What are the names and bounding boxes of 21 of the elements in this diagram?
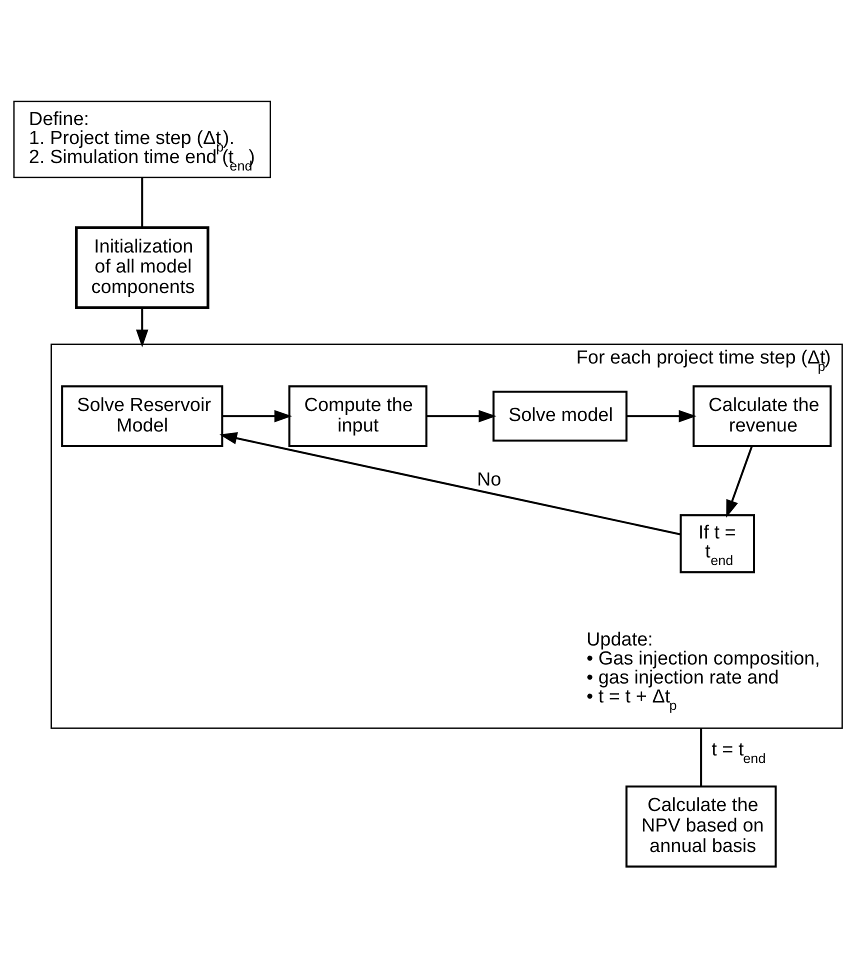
node-box: Solve model [492,390,628,442]
node-box: Initialization of all model components [75,226,210,308]
label: • gas injection rate and [586,667,779,688]
arrow [626,409,696,422]
label: • t = t + Δt$_{p}$ [586,686,677,713]
node-box: Calculate the revenue [692,384,832,447]
node-box: Calculate the NPV based on annual basis [625,785,777,868]
node-box: Compute the input [288,384,428,447]
label: • Gas injection composition, [586,648,820,670]
edge-label: No [476,469,502,490]
arrow [726,446,753,518]
connector [141,177,144,227]
node-box: If t = t$_{end}$ [680,514,756,573]
arrow [222,409,292,422]
arrow [136,307,148,347]
arrow [219,432,681,535]
node-box: Solve Reservoir Model [61,384,224,447]
arrow [426,409,496,422]
connector [700,728,702,786]
edge-label: t = t$_{end}$ [712,739,766,766]
label: Update: [586,629,653,650]
